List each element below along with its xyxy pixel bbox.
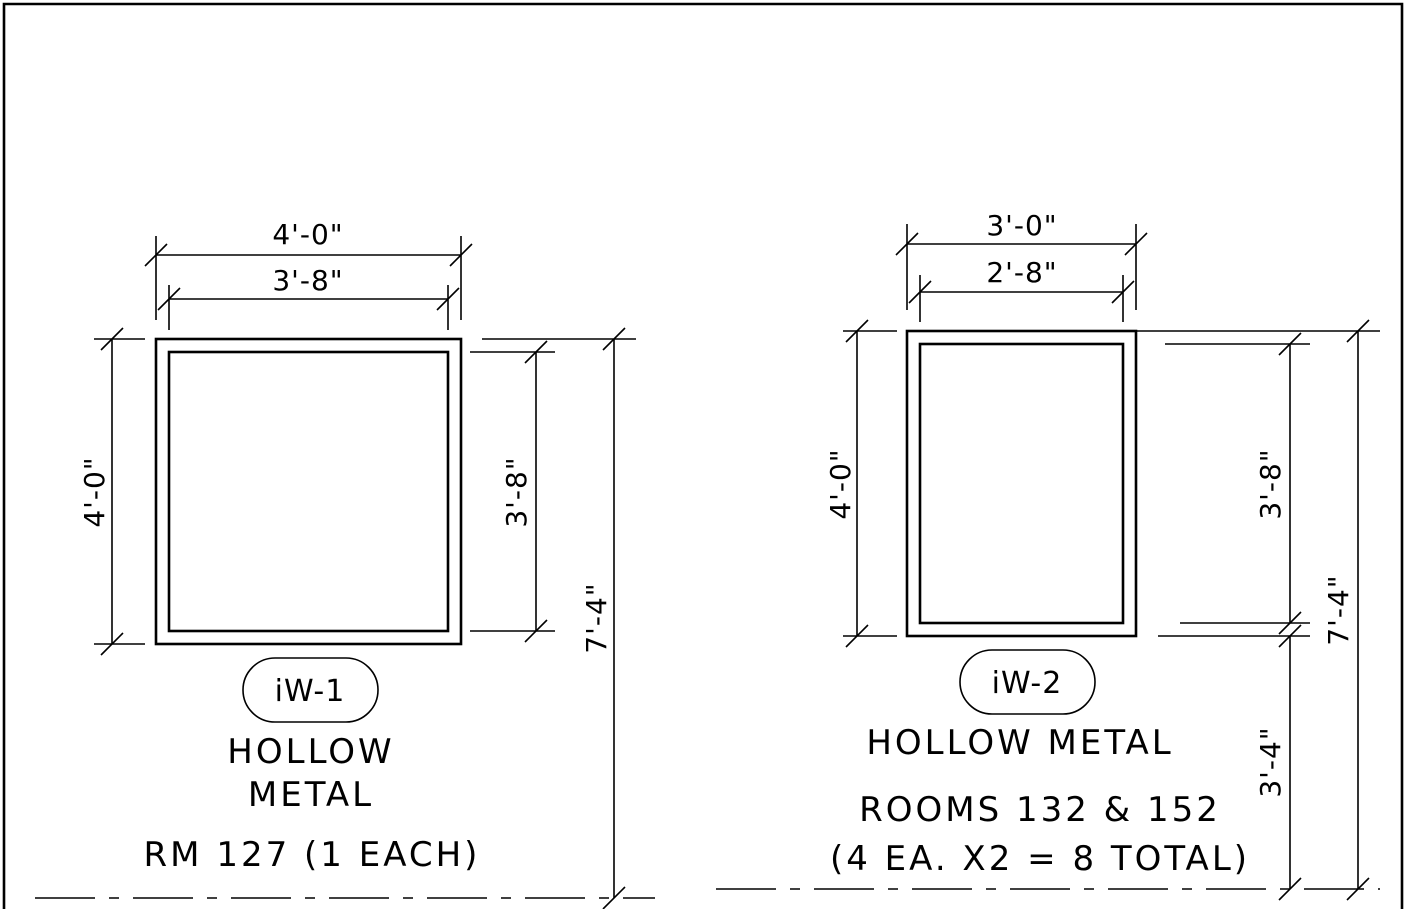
iw2-inner-height-dimension: 3'-8" bbox=[1165, 332, 1310, 635]
iw2-tag-label: iW-2 bbox=[992, 666, 1063, 701]
iw2-outer-height-label: 4'-0" bbox=[824, 448, 857, 519]
iw1-inner-height-label: 3'-8" bbox=[500, 456, 533, 527]
iw1-material-line1: HOLLOW bbox=[227, 732, 394, 772]
iw1-inner-height-dimension: 3'-8" bbox=[470, 340, 555, 643]
iw1-frame-outer bbox=[154, 337, 463, 646]
iw2-location-line1: ROOMS 132 & 152 bbox=[859, 790, 1221, 830]
iw1-outer-height-dimension: 4'-0" bbox=[78, 327, 145, 656]
iw2-outer-width-dimension: 3'-0" bbox=[895, 209, 1148, 310]
iw2-sill-height-dimension: 3'-4" bbox=[1158, 624, 1310, 901]
iw1-overall-height-dimension: 7'-4" bbox=[482, 327, 636, 909]
iw1-material-line2: METAL bbox=[248, 775, 374, 815]
iw2-frame-inner bbox=[918, 342, 1125, 625]
iw2-inner-width-label: 2'-8" bbox=[986, 256, 1057, 289]
iw1-outer-width-label: 4'-0" bbox=[272, 218, 343, 251]
iw1-inner-width-label: 3'-8" bbox=[272, 264, 343, 297]
iw1-tag-label: iW-1 bbox=[275, 674, 346, 709]
iw1-frame-inner bbox=[167, 350, 450, 633]
iw2-outer-height-dimension: 4'-0" bbox=[824, 319, 897, 648]
iw1-outer-height-label: 4'-0" bbox=[78, 456, 111, 527]
iw2-outer-width-label: 3'-0" bbox=[986, 209, 1057, 242]
iw2-inner-height-label: 3'-8" bbox=[1254, 448, 1287, 519]
iw1-tag-bubble bbox=[242, 657, 379, 723]
iw1-inner-width-dimension: 3'-8" bbox=[157, 264, 460, 330]
iw1-location: RM 127 (1 EACH) bbox=[144, 835, 481, 875]
iw1-outer-width-dimension: 4'-0" bbox=[144, 218, 473, 320]
window-iw2: 3'-0" 2'-8" 4'-0" 3'-8" bbox=[716, 209, 1380, 901]
iw2-tag-bubble bbox=[959, 649, 1096, 715]
iw2-location-line2: (4 EA. X2 = 8 TOTAL) bbox=[830, 839, 1250, 879]
iw2-overall-height-label: 7'-4" bbox=[1322, 574, 1355, 645]
iw2-inner-width-dimension: 2'-8" bbox=[908, 256, 1135, 322]
iw2-material: HOLLOW METAL bbox=[866, 723, 1173, 763]
iw2-sill-height-label: 3'-4" bbox=[1254, 726, 1287, 797]
iw2-frame-outer bbox=[905, 329, 1138, 638]
iw1-overall-height-label: 7'-4" bbox=[580, 582, 613, 653]
iw2-overall-height-dimension: 7'-4" bbox=[1136, 319, 1380, 901]
window-iw1: 4'-0" 3'-8" 4'-0" 3'-8" bbox=[35, 218, 655, 909]
